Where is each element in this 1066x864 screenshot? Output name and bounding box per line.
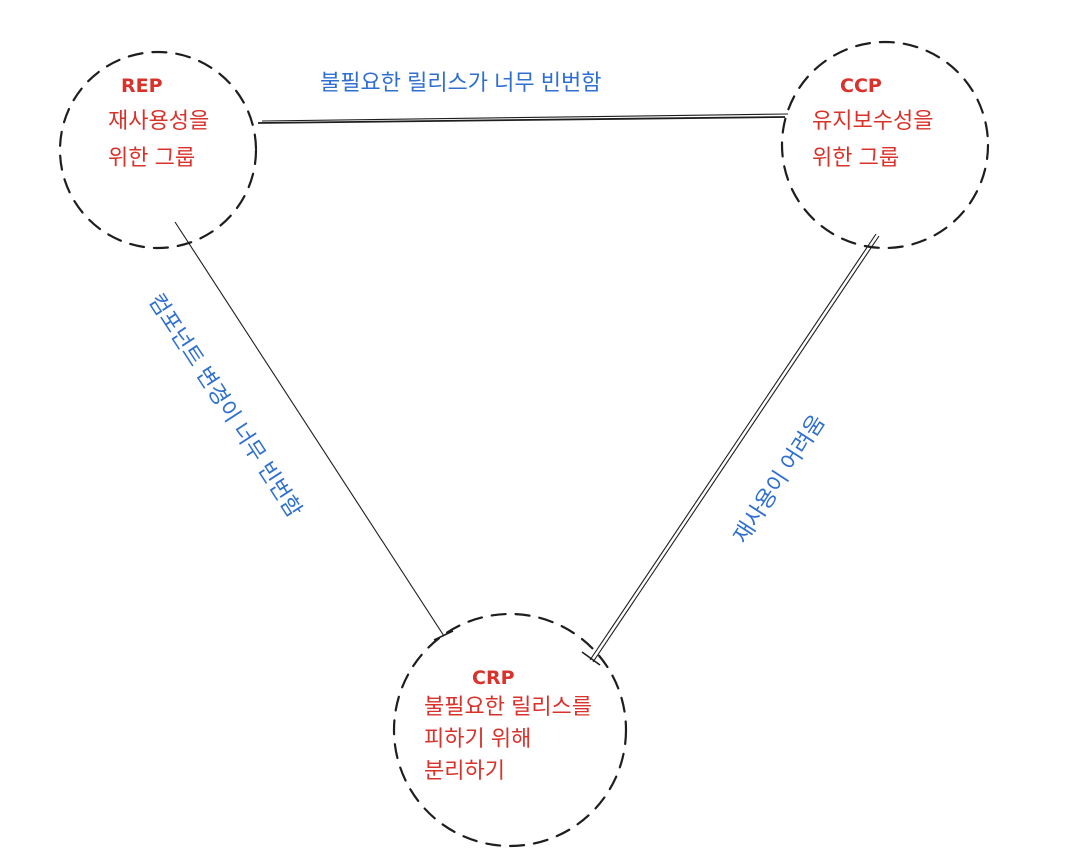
crp-node-circle <box>392 612 628 848</box>
crp-abbr: CRP <box>472 667 515 689</box>
edge-label-rep-crp: 컴포넌트 변경이 너무 빈번함 <box>144 289 307 522</box>
rep-desc-line1: 재사용성을 <box>108 108 209 133</box>
ccp-node-circle <box>780 40 990 250</box>
rep-abbr: REP <box>121 75 163 97</box>
edge-label-rep-ccp: 불필요한 릴리스가 너무 빈번함 <box>320 70 601 95</box>
ccp-abbr: CCP <box>840 75 882 97</box>
crp-desc-line3: 분리하기 <box>424 758 505 783</box>
crp-desc-line1: 불필요한 릴리스를 <box>424 694 592 719</box>
edge-rep-crp <box>174 221 454 641</box>
rep-desc-line2: 위한 그룹 <box>108 145 195 170</box>
edge-rep-ccp <box>257 113 789 124</box>
edge-ccp-crp <box>581 233 880 666</box>
ccp-desc-line1: 유지보수성을 <box>812 108 933 133</box>
ccp-desc-line2: 위한 그룹 <box>812 145 899 170</box>
rep-node-circle <box>58 50 258 250</box>
crp-desc-line2: 피하기 위해 <box>424 726 531 751</box>
